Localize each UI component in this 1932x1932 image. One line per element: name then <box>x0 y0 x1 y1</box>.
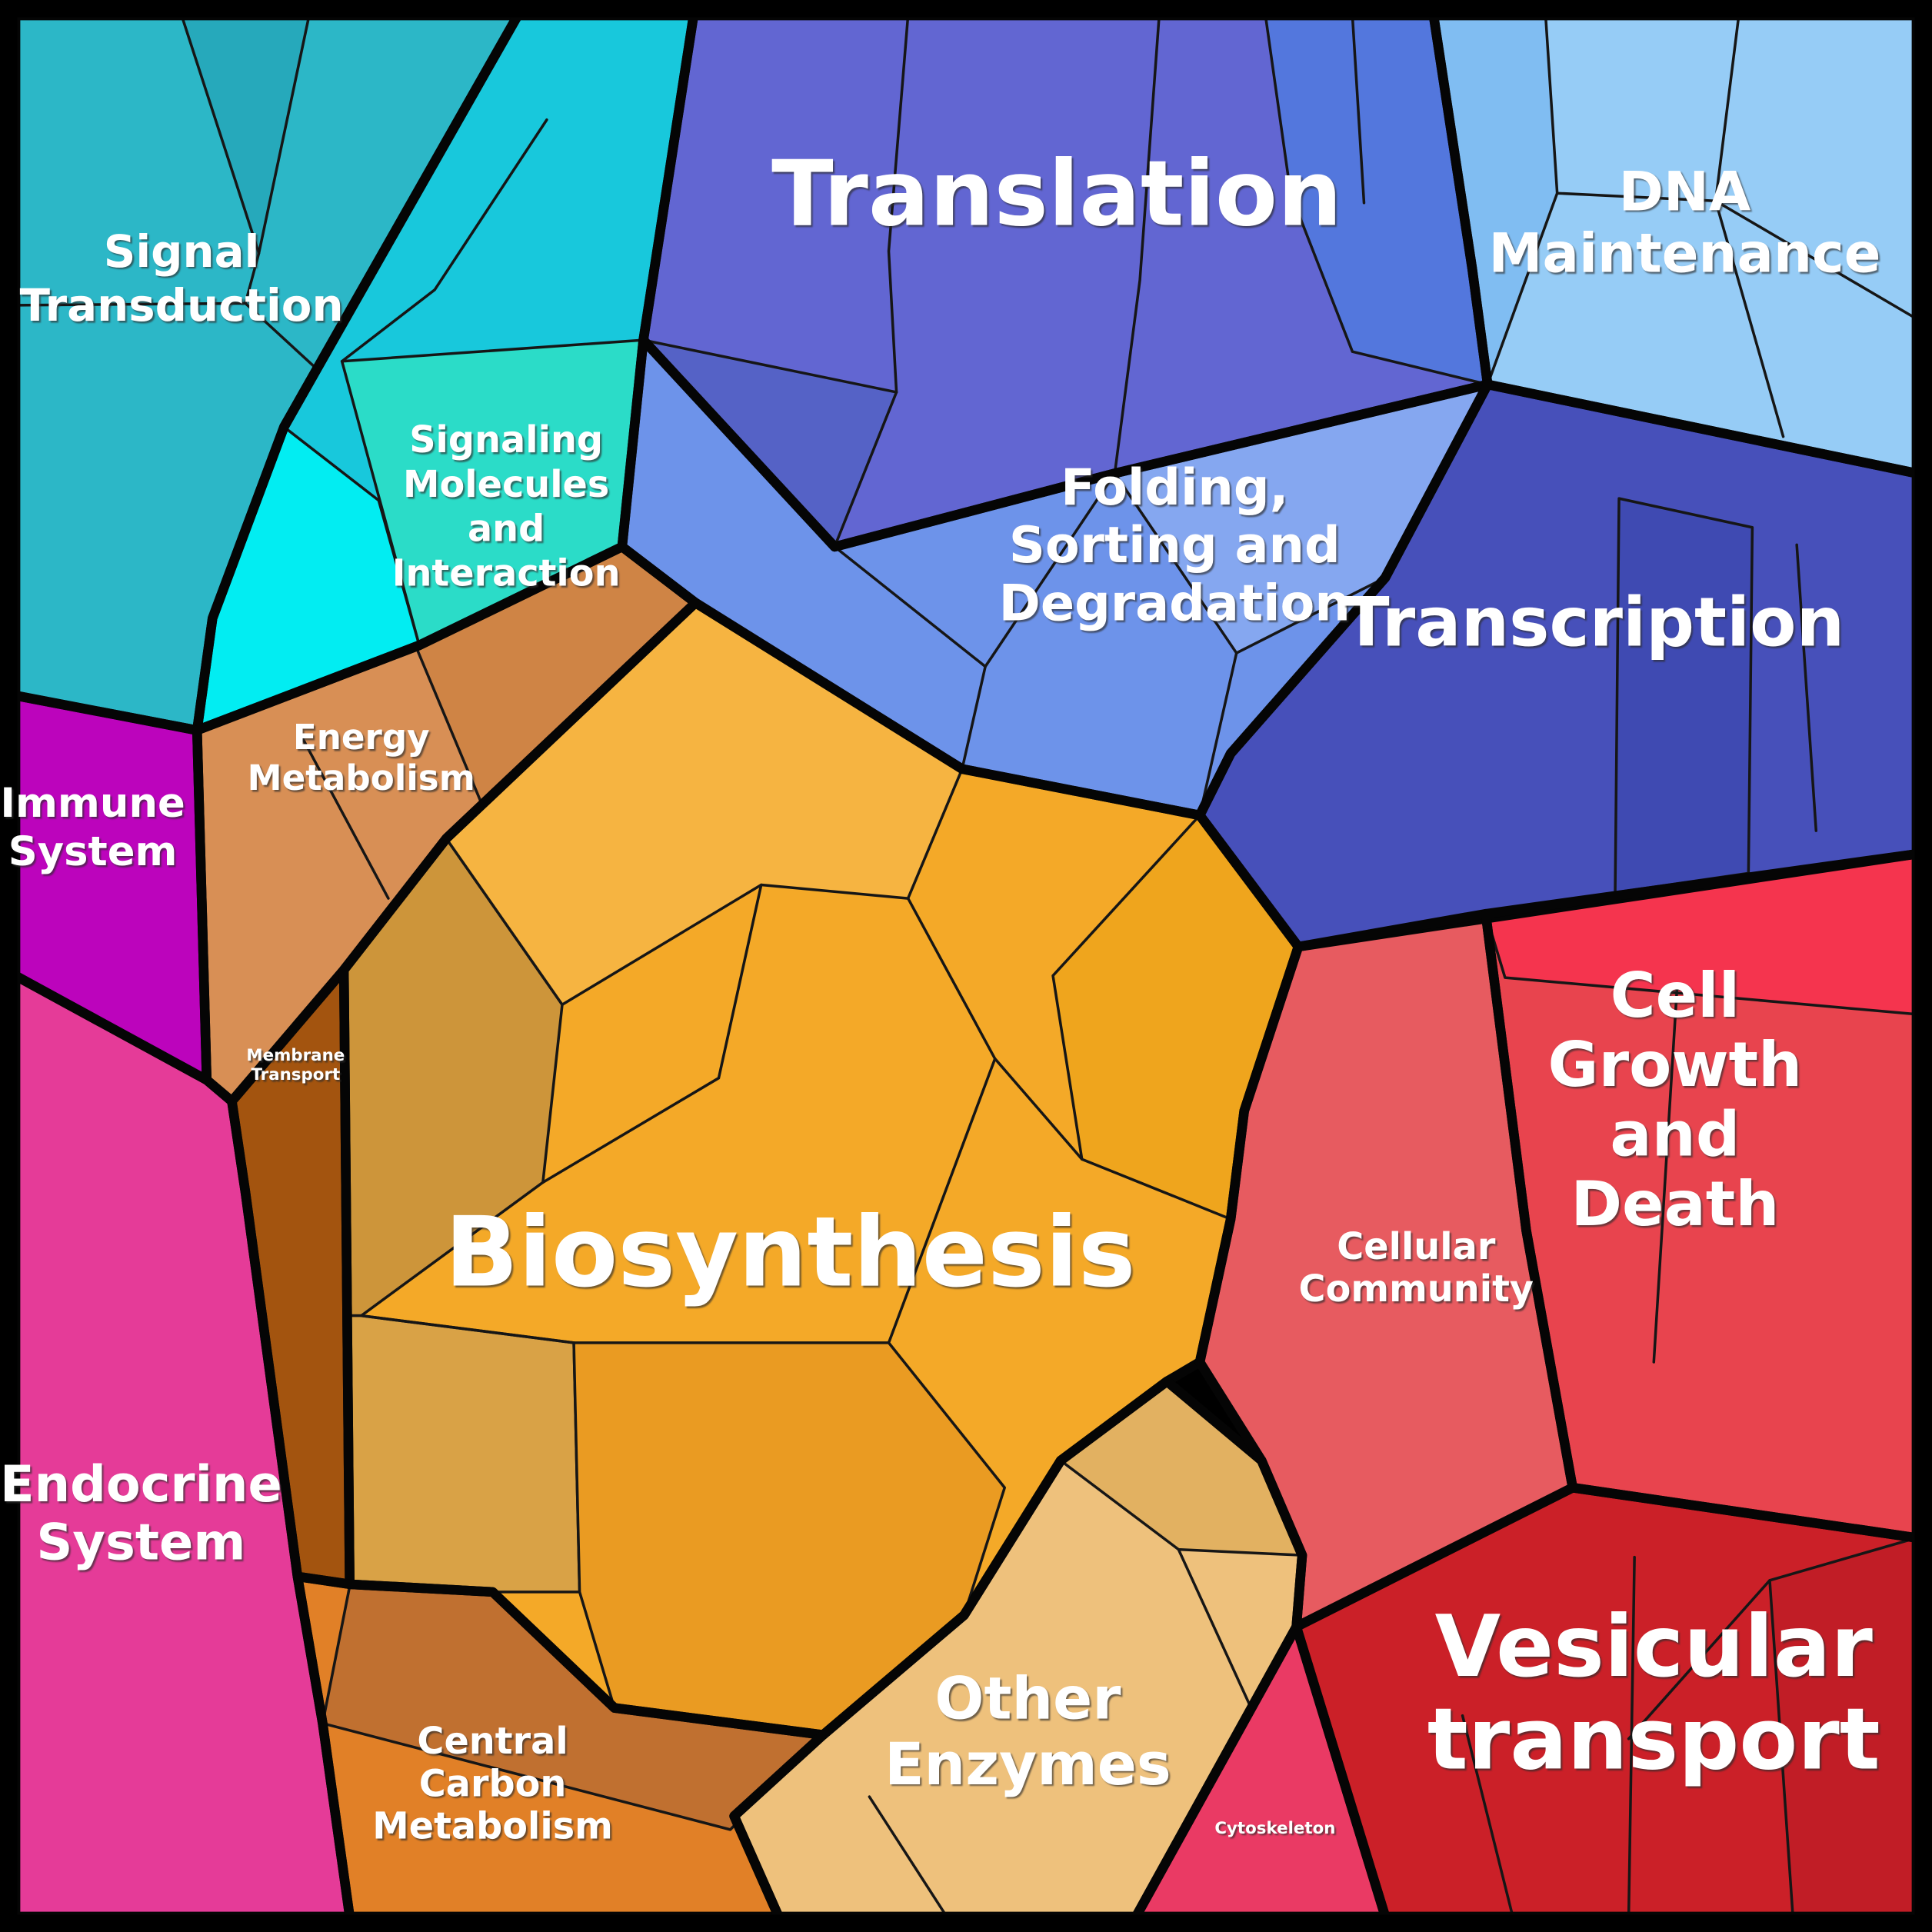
region-biosynthesis-divider-2 <box>993 1057 1084 1161</box>
label-folding-sorting-degradation-line-0: Folding, <box>1061 458 1288 517</box>
label-signaling-molecules-line-3: Interaction <box>392 553 621 595</box>
region-other-enzymes-divider-1 <box>868 1795 948 1918</box>
label-cytoskeleton-line-0: Cytoskeleton <box>1214 1819 1335 1838</box>
label-energy-metabolism-line-0: Energy <box>293 717 430 758</box>
label-biosynthesis: Biosynthesis <box>445 1196 1135 1309</box>
region-cell-growth-and-death-divider-0 <box>1652 988 1679 1364</box>
region-translation-divider-1 <box>1113 14 1161 475</box>
region-dna-maintenance-divider-2 <box>1555 192 1717 203</box>
label-signaling-molecules-line-1: Molecules <box>403 464 609 506</box>
label-central-carbon-metabolism-line-1: Carbon <box>419 1763 567 1805</box>
label-other-enzymes-line-0: Other <box>934 1664 1121 1732</box>
label-biosynthesis-line-0: Biosynthesis <box>445 1196 1135 1309</box>
label-vesicular-transport-line-1: transport <box>1427 1690 1880 1789</box>
label-signal-transduction-line-1: Transduction <box>20 279 344 331</box>
region-vesicular-transport-divider-2 <box>1627 1579 1771 1740</box>
label-cell-growth-and-death-line-1: Growth <box>1548 1028 1803 1101</box>
region-endocrine-system <box>15 975 350 1917</box>
region-folding-sorting-degradation-divider-2 <box>1198 651 1238 817</box>
label-signaling-molecules-line-2: and <box>468 508 545 551</box>
label-dna-maintenance-line-0: DNA <box>1619 160 1751 223</box>
region-cellular-community <box>1199 914 1573 1627</box>
label-membrane-transport-line-0: Membrane <box>246 1046 345 1065</box>
region-folding-sorting-degradation-divider-1 <box>961 665 987 771</box>
label-cellular-community-line-0: Cellular <box>1337 1226 1496 1268</box>
label-cell-growth-and-death-line-0: Cell <box>1611 959 1740 1031</box>
region-transcription-divider-0 <box>1795 543 1818 832</box>
region-biosynthesis-subcell-1 <box>342 1314 581 1594</box>
label-endocrine-system-line-1: System <box>36 1513 245 1571</box>
label-transcription: Transcription <box>1344 583 1845 662</box>
label-folding-sorting-degradation-line-2: Degradation <box>999 575 1351 633</box>
region-biosynthesis-divider-0 <box>541 883 763 1184</box>
label-cytoskeleton: Cytoskeleton <box>1214 1819 1335 1838</box>
label-signal-transduction-line-0: Signal <box>104 225 260 278</box>
region-signal-transduction <box>15 15 518 731</box>
region-biosynthesis-divider-3 <box>359 1314 575 1344</box>
region-vesicular-transport <box>1296 1487 1917 1917</box>
region-translation-divider-0 <box>887 14 910 394</box>
label-immune-system-line-1: System <box>8 828 178 875</box>
label-immune-system-line-0: Immune <box>0 780 185 827</box>
label-translation: Translation <box>771 141 1342 247</box>
region-dna-maintenance-divider-0 <box>1714 14 1740 203</box>
label-translation-line-0: Translation <box>771 141 1342 247</box>
region-other-enzymes-divider-0 <box>1177 1547 1254 1711</box>
label-signaling-molecules-line-0: Signaling <box>409 419 603 461</box>
region-dna-maintenance-divider-3 <box>1714 199 1785 438</box>
region-signaling-molecules-divider-0 <box>340 118 548 363</box>
label-dna-maintenance-line-1: Maintenance <box>1489 222 1881 285</box>
label-cellular-community-line-1: Community <box>1299 1268 1534 1311</box>
region-cell-growth-and-death <box>1485 854 1917 1538</box>
label-other-enzymes-line-1: Enzymes <box>884 1730 1171 1798</box>
label-transcription-line-0: Transcription <box>1344 583 1845 662</box>
label-cell-growth-and-death-line-2: and <box>1610 1098 1740 1171</box>
label-cell-growth-and-death-line-3: Death <box>1571 1168 1779 1240</box>
label-energy-metabolism-line-1: Metabolism <box>248 758 475 798</box>
label-folding-sorting-degradation-line-1: Sorting and <box>1009 516 1341 575</box>
region-transcription-subcell-0 <box>1614 497 1754 894</box>
region-cytoskeleton <box>1136 1627 1386 1917</box>
region-energy-metabolism-divider-0 <box>300 734 390 900</box>
label-endocrine-system-line-0: Endocrine <box>0 1455 282 1514</box>
region-vesicular-transport-divider-0 <box>1461 1714 1514 1918</box>
region-immune-system <box>15 695 207 1081</box>
label-vesicular-transport-line-0: Vesicular <box>1435 1597 1874 1697</box>
region-translation-divider-2 <box>1351 14 1366 205</box>
label-central-carbon-metabolism-line-2: Metabolism <box>372 1806 613 1848</box>
region-signal-transduction-divider-1 <box>244 251 261 305</box>
region-dna-maintenance-divider-1 <box>1714 199 1918 321</box>
label-membrane-transport-line-1: Transport <box>251 1065 340 1084</box>
label-central-carbon-metabolism-line-0: Central <box>417 1720 568 1763</box>
region-membrane-transport <box>232 970 350 1584</box>
